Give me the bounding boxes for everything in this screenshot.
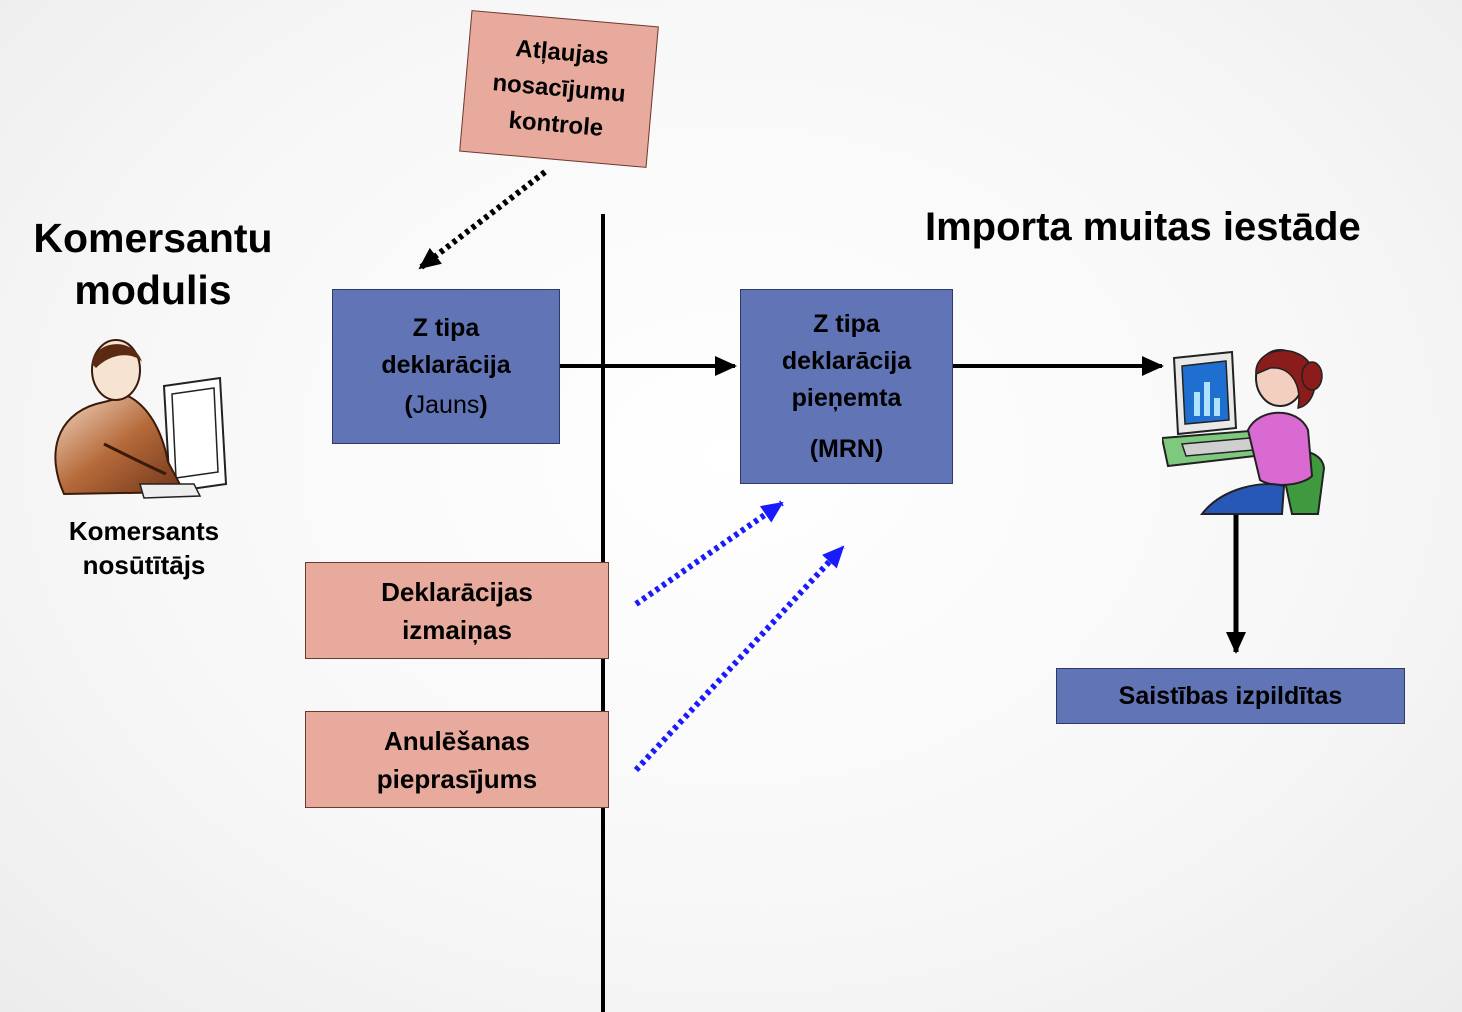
declaration-new-box: Z tipa deklarācija (Jauns): [332, 289, 560, 444]
cancel-request-box: Anulēšanas pieprasījums: [305, 711, 609, 808]
permit-to-declaration-arrow: [418, 169, 547, 271]
right-title: Importa muitas iestāde: [925, 205, 1361, 249]
businessman-at-computer-icon: [44, 334, 230, 502]
left-title: Komersantu modulis: [33, 215, 273, 313]
cancel-to-accepted-arrow: [633, 544, 846, 773]
obligations-fulfilled-box: Saistības izpildītas: [1056, 668, 1405, 724]
permit-control-box: Atļaujas nosacījumu kontrole: [459, 10, 659, 168]
declaration-changes-box: Deklarācijas izmaiņas: [305, 562, 609, 659]
sender-caption: Komersants nosūtītājs: [68, 516, 220, 580]
changes-to-accepted-arrow: [634, 500, 784, 607]
declaration-accepted-box: Z tipa deklarācija pieņemta (MRN): [740, 289, 953, 484]
declaration-status: (Jauns): [404, 390, 488, 419]
woman-at-computer-icon: [1162, 346, 1330, 516]
